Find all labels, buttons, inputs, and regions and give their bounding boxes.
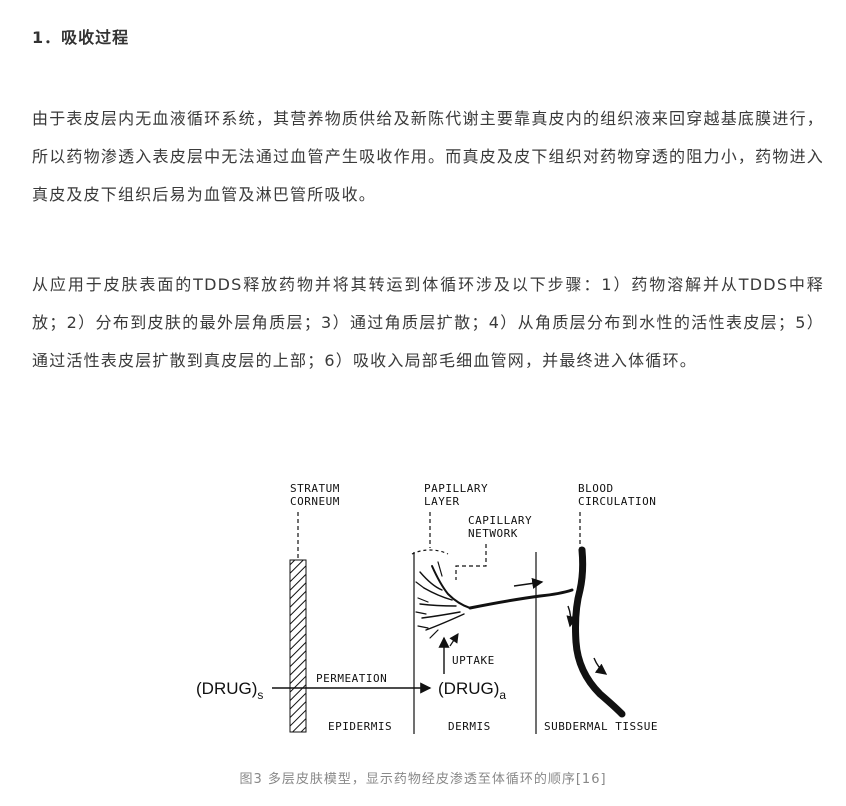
label-drug-a: (DRUG)a — [438, 679, 506, 702]
label-blood-2: CIRCULATION — [578, 495, 656, 508]
label-dermis: DERMIS — [448, 720, 491, 733]
capillary-arrow — [449, 633, 459, 647]
figure-caption: 图3 多层皮肤模型，显示药物经皮渗透至体循环的顺序[16] — [239, 772, 607, 787]
label-uptake: UPTAKE — [452, 654, 495, 667]
capillary-leader — [455, 544, 487, 580]
label-capillary-2: NETWORK — [468, 527, 518, 540]
capillary-network — [415, 561, 574, 639]
paragraph-absorption: 由于表皮层内无血液循环系统，其营养物质供给及新陈代谢主要靠真皮内的组织液来回穿越… — [32, 109, 824, 204]
label-capillary-1: CAPILLARY — [468, 514, 532, 527]
papillary-bracket — [411, 549, 449, 555]
flow-arrow-3 — [593, 657, 608, 675]
label-papillary-1: PAPILLARY — [424, 482, 488, 495]
label-stratum-1: STRATUM — [290, 482, 340, 495]
label-papillary-2: LAYER — [424, 495, 460, 508]
flow-arrow-2 — [566, 605, 578, 628]
label-blood-1: BLOOD — [578, 482, 614, 495]
label-subdermal: SUBDERMAL TISSUE — [544, 720, 658, 733]
stratum-corneum-layer — [289, 559, 307, 733]
section-heading: 1．吸收过程 — [32, 28, 130, 47]
label-stratum-2: CORNEUM — [290, 495, 340, 508]
skin-model-diagram: STRATUM CORNEUM PAPILLARY LAYER CAPILLAR… — [196, 482, 658, 734]
blood-vessel — [572, 546, 626, 718]
paragraph-tdds-steps: 从应用于皮肤表面的TDDS释放药物并将其转运到体循环涉及以下步骤：1）药物溶解并… — [32, 275, 824, 370]
label-drug-s: (DRUG)s — [196, 679, 263, 702]
skin-model-figure: STRATUM CORNEUM PAPILLARY LAYER CAPILLAR… — [180, 462, 680, 762]
label-permeation: PERMEATION — [316, 672, 387, 685]
label-epidermis: EPIDERMIS — [328, 720, 392, 733]
flow-arrow-1 — [513, 577, 544, 589]
